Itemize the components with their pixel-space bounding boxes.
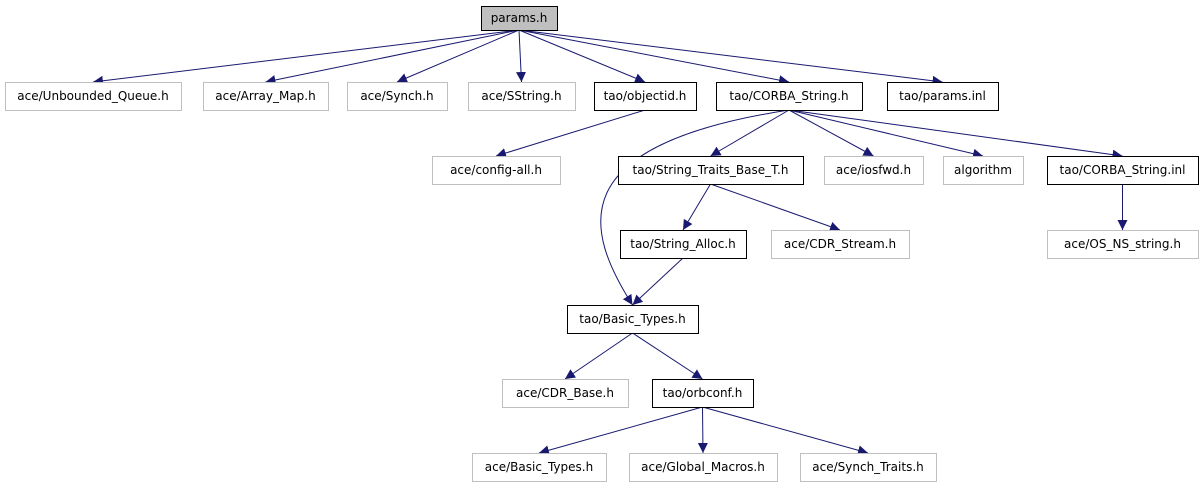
node-box: [652, 379, 754, 408]
node-label: ace/SString.h: [481, 89, 561, 103]
node-box: [5, 82, 182, 111]
node-sstring: ace/SString.h: [468, 82, 576, 111]
edge-params_h-to-params_inl: [518, 29, 943, 86]
node-label: tao/Basic_Types.h: [579, 312, 685, 326]
edge-objectid-to-config_all: [495, 109, 646, 158]
edge-orbconf-to-global_macros: [697, 406, 708, 454]
node-box: [594, 82, 697, 111]
node-label: ace/Synch_Traits.h: [812, 460, 923, 474]
node-config_all: ace/config-all.h: [432, 156, 561, 185]
node-box: [887, 82, 999, 111]
node-basic_types_ace: ace/Basic_Types.h: [472, 453, 607, 482]
node-label: ace/iosfwd.h: [836, 163, 911, 177]
edge-params_h-to-unbounded_queue: [92, 29, 520, 86]
node-params_h[interactable]: params.h: [481, 6, 558, 31]
node-label: tao/String_Alloc.h: [630, 237, 736, 251]
node-box: [771, 230, 910, 259]
node-box: [347, 82, 448, 111]
node-cdr_base: ace/CDR_Base.h: [502, 379, 629, 408]
node-box: [472, 453, 607, 482]
node-label: algorithm: [954, 163, 1012, 177]
node-box: [800, 453, 937, 482]
node-box: [432, 156, 561, 185]
edge-params_h-to-synch: [396, 29, 520, 83]
node-array_map: ace/Array_Map.h: [203, 82, 329, 111]
node-box: [824, 156, 924, 185]
node-label: ace/CDR_Base.h: [516, 386, 614, 400]
node-box: [620, 230, 747, 259]
node-box: [716, 82, 863, 111]
node-algorithm: algorithm: [943, 156, 1024, 185]
node-iosfwd: ace/iosfwd.h: [824, 156, 924, 185]
node-box: [468, 82, 576, 111]
node-label: params.h: [491, 11, 548, 25]
node-label: ace/Unbounded_Queue.h: [17, 89, 168, 103]
node-box: [1047, 230, 1199, 259]
node-label: ace/CDR_Stream.h: [784, 237, 896, 251]
edge-corba_string-to-algorithm: [788, 109, 984, 159]
edge-basic_types_tao-to-cdr_base: [564, 332, 633, 380]
node-params_inl[interactable]: tao/params.inl: [887, 82, 999, 111]
edge-string_traits-to-string_alloc: [682, 183, 711, 231]
node-label: ace/Synch.h: [360, 89, 433, 103]
edges-layer: [92, 29, 1128, 456]
node-label: ace/Array_Map.h: [215, 89, 315, 103]
node-box: [618, 156, 804, 185]
node-basic_types_tao[interactable]: tao/Basic_Types.h: [567, 305, 699, 334]
edge-corba_string-to-string_traits: [710, 109, 790, 157]
node-label: ace/config-all.h: [450, 163, 542, 177]
node-string_alloc[interactable]: tao/String_Alloc.h: [620, 230, 747, 259]
edge-params_h-to-corba_string: [518, 29, 790, 86]
node-corba_string[interactable]: tao/CORBA_String.h: [716, 82, 863, 111]
node-label: tao/CORBA_String.h: [729, 89, 848, 103]
node-box: [203, 82, 329, 111]
node-label: tao/objectid.h: [604, 89, 687, 103]
node-unbounded_queue: ace/Unbounded_Queue.h: [5, 82, 182, 111]
node-box: [1047, 156, 1199, 185]
node-label: tao/String_Traits_Base_T.h: [633, 163, 789, 177]
node-corba_string_inl[interactable]: tao/CORBA_String.inl: [1047, 156, 1199, 185]
edge-string_alloc-to-basic_types_tao: [632, 257, 684, 306]
node-os_ns_string: ace/OS_NS_string.h: [1047, 230, 1199, 259]
node-string_traits[interactable]: tao/String_Traits_Base_T.h: [618, 156, 804, 185]
edge-corba_string-to-iosfwd: [788, 109, 874, 157]
edge-basic_types_tao-to-orbconf: [632, 332, 703, 380]
node-box: [943, 156, 1024, 185]
node-synch_traits: ace/Synch_Traits.h: [800, 453, 937, 482]
node-label: tao/params.inl: [899, 89, 986, 103]
node-synch: ace/Synch.h: [347, 82, 448, 111]
node-label: ace/Basic_Types.h: [485, 460, 593, 474]
edge-corba_string-to-basic_types_tao: [600, 109, 790, 306]
edge-params_h-to-array_map: [265, 29, 520, 85]
node-label: ace/Global_Macros.h: [641, 460, 765, 474]
node-box: [629, 453, 778, 482]
edge-params_h-to-objectid: [518, 29, 646, 83]
node-box: [502, 379, 629, 408]
node-objectid[interactable]: tao/objectid.h: [594, 82, 697, 111]
node-global_macros: ace/Global_Macros.h: [629, 453, 778, 482]
node-orbconf[interactable]: tao/orbconf.h: [652, 379, 754, 408]
edge-string_traits-to-cdr_stream: [710, 183, 841, 232]
edge-orbconf-to-synch_traits: [702, 406, 869, 456]
edge-params_h-to-sstring: [516, 29, 527, 83]
edge-corba_string-to-corba_string_inl: [788, 109, 1123, 160]
node-cdr_stream: ace/CDR_Stream.h: [771, 230, 910, 259]
node-box: [567, 305, 699, 334]
node-box: [481, 6, 558, 31]
nodes-layer: params.h ace/Unbounded_Queue.h ace/Array_M…: [5, 6, 1199, 482]
node-label: tao/orbconf.h: [663, 386, 743, 400]
edge-orbconf-to-basic_types_ace: [538, 406, 703, 456]
node-label: tao/CORBA_String.inl: [1060, 163, 1186, 177]
node-label: ace/OS_NS_string.h: [1064, 237, 1181, 251]
